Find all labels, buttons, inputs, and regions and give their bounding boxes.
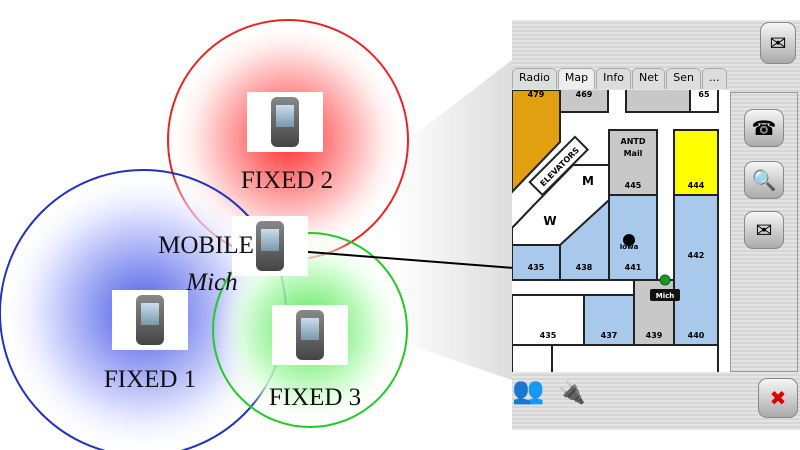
tab-map[interactable]: Map: [557, 68, 596, 89]
svg-text:437: 437: [601, 331, 618, 340]
close-icon[interactable]: ✖: [758, 378, 798, 418]
room-444: [673, 129, 719, 196]
mail-back-icon[interactable]: ✉: [760, 22, 796, 64]
fixed2-pda-icon: [247, 92, 323, 152]
iowa-dot: [623, 234, 635, 246]
mobile-pda-icon: [232, 216, 308, 276]
tab-bar: Radio Map Info Net Sen ...: [512, 68, 727, 89]
svg-text:445: 445: [625, 181, 642, 190]
svg-text:444: 444: [688, 181, 705, 190]
pda-screen: ✉ Radio Map Info Net Sen ... ELEVATORS 4…: [512, 20, 800, 430]
svg-text:469: 469: [576, 90, 593, 99]
room-469: [559, 90, 609, 113]
tab-info[interactable]: Info: [596, 68, 631, 89]
mobile-label: MOBILE: [158, 232, 254, 259]
svg-text:440: 440: [688, 331, 705, 340]
search-icon[interactable]: 🔍: [744, 161, 784, 199]
action-panel: ☎ 🔍 ✉: [730, 92, 798, 372]
mail-icon[interactable]: ✉: [744, 211, 784, 249]
mobile-marker: [659, 274, 671, 286]
room-442: [673, 194, 719, 346]
zoom-cone: [395, 60, 512, 380]
svg-text:ANTD: ANTD: [621, 137, 646, 146]
svg-text:441: 441: [625, 263, 642, 272]
room-435a: [512, 244, 561, 281]
fixed3-label: FIXED 3: [268, 384, 362, 411]
svg-text:435: 435: [528, 263, 545, 272]
svg-text:W: W: [543, 214, 556, 228]
svg-text:Iowa: Iowa: [620, 243, 639, 251]
marker-label: Mich: [656, 292, 675, 300]
svg-text:442: 442: [688, 251, 705, 260]
users-icon[interactable]: 👥: [512, 376, 545, 405]
fixed1-pda-icon: [112, 290, 188, 350]
tab-more[interactable]: ...: [702, 68, 727, 89]
tab-radio[interactable]: Radio: [512, 68, 557, 89]
plug-icon[interactable]: 🔌: [558, 380, 586, 405]
phone-icon[interactable]: ☎: [744, 109, 784, 147]
room-479: [512, 90, 561, 194]
mobile-name-label: Mich: [186, 269, 238, 296]
room-antd-mail: [608, 129, 658, 196]
tab-sen[interactable]: Sen: [666, 68, 702, 89]
svg-text:439: 439: [646, 331, 663, 340]
fixed2-label: FIXED 2: [240, 167, 334, 194]
svg-text:65: 65: [698, 90, 710, 99]
svg-text:435: 435: [540, 331, 557, 340]
fixed3-pda-icon: [272, 305, 348, 365]
svg-text:Mail: Mail: [624, 149, 643, 158]
floor-map[interactable]: ELEVATORS 479 469 65 ANTD Mail 445 444 4…: [512, 90, 730, 372]
svg-text:M: M: [582, 174, 594, 188]
svg-text:479: 479: [528, 90, 545, 99]
svg-text:438: 438: [576, 263, 593, 272]
tab-net[interactable]: Net: [631, 68, 666, 89]
fixed1-label: FIXED 1: [103, 366, 197, 393]
room-65: [689, 90, 719, 113]
room-435b: [512, 294, 585, 346]
